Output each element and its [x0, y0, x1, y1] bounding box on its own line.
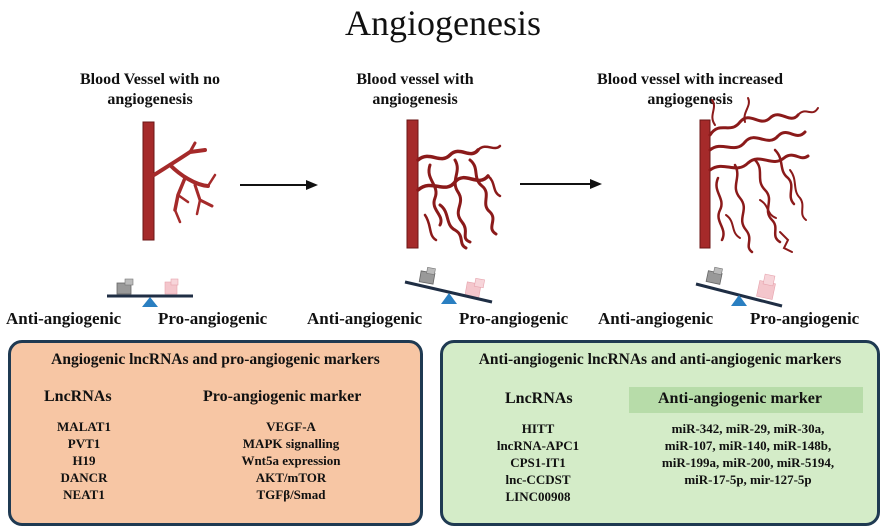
marker-item: TGFβ/Smad: [256, 487, 326, 502]
arrow-2: [520, 179, 602, 189]
blood-vessel-no-angiogenesis: [142, 121, 217, 241]
lncrna-item: lncRNA-APC1: [496, 438, 580, 453]
pro-angiogenic-panel: Angiogenic lncRNAs and pro-angiogenic ma…: [8, 340, 423, 526]
lncrna-item: H19: [72, 453, 96, 468]
arrow-1: [240, 180, 318, 190]
lncrna-item: lnc-CCDST: [505, 472, 571, 487]
balance-scale-tilted: [404, 267, 493, 304]
scale-label-pro-2: Pro-angiogenic: [459, 309, 569, 328]
balance-scale-balanced: [107, 278, 193, 307]
marker-item: Wnt5a expression: [241, 453, 341, 468]
pro-panel-title: Angiogenic lncRNAs and pro-angiogenic ma…: [51, 351, 380, 368]
marker-item: miR-342, miR-29, miR-30a,: [671, 421, 825, 436]
lncrna-item: PVT1: [67, 436, 101, 451]
marker-header-highlight: [629, 387, 863, 413]
scale-label-anti-3: Anti-angiogenic: [598, 309, 714, 328]
marker-item: MAPK signalling: [242, 436, 340, 451]
pro-panel-marker-header: Pro-angiogenic marker: [203, 388, 362, 405]
marker-item: AKT/mTOR: [255, 470, 327, 485]
anti-panel-title: Anti-angiogenic lncRNAs and anti-angioge…: [478, 351, 842, 368]
marker-item: VEGF-A: [266, 419, 316, 434]
lncrna-item: LINC00908: [505, 489, 571, 504]
scale-label-pro-1: Pro-angiogenic: [158, 309, 268, 328]
scale-label-anti-1: Anti-angiogenic: [6, 309, 122, 328]
page-title: Angiogenesis: [345, 3, 541, 43]
lncrna-item: DANCR: [60, 470, 108, 485]
lncrna-item: HITT: [521, 421, 555, 436]
marker-item: miR-17-5p, mir-127-5p: [684, 472, 812, 487]
lncrna-item: NEAT1: [63, 487, 105, 502]
angiogenesis-illustration: [107, 97, 819, 308]
anti-panel-marker-list: miR-342, miR-29, miR-30a, miR-107, miR-14…: [633, 420, 863, 488]
blood-vessel-increased-angiogenesis: [699, 97, 819, 254]
scale-label-pro-3: Pro-angiogenic: [750, 309, 860, 328]
marker-item: miR-107, miR-140, miR-148b,: [664, 438, 832, 453]
blood-vessel-angiogenesis: [406, 119, 502, 250]
balance-scale-tilted-more: [695, 266, 783, 308]
pro-panel-lncrna-header: LncRNAs: [44, 388, 112, 405]
anti-panel-lncrna-header: LncRNAs: [505, 390, 573, 407]
anti-panel-marker-header: Anti-angiogenic marker: [658, 390, 822, 407]
scale-label-anti-2: Anti-angiogenic: [307, 309, 423, 328]
marker-item: miR-199a, miR-200, miR-5194,: [661, 455, 835, 470]
anti-angiogenic-panel: Anti-angiogenic lncRNAs and anti-angioge…: [440, 340, 880, 526]
lncrna-item: MALAT1: [57, 419, 111, 434]
lncrna-item: CPS1-IT1: [510, 455, 566, 470]
